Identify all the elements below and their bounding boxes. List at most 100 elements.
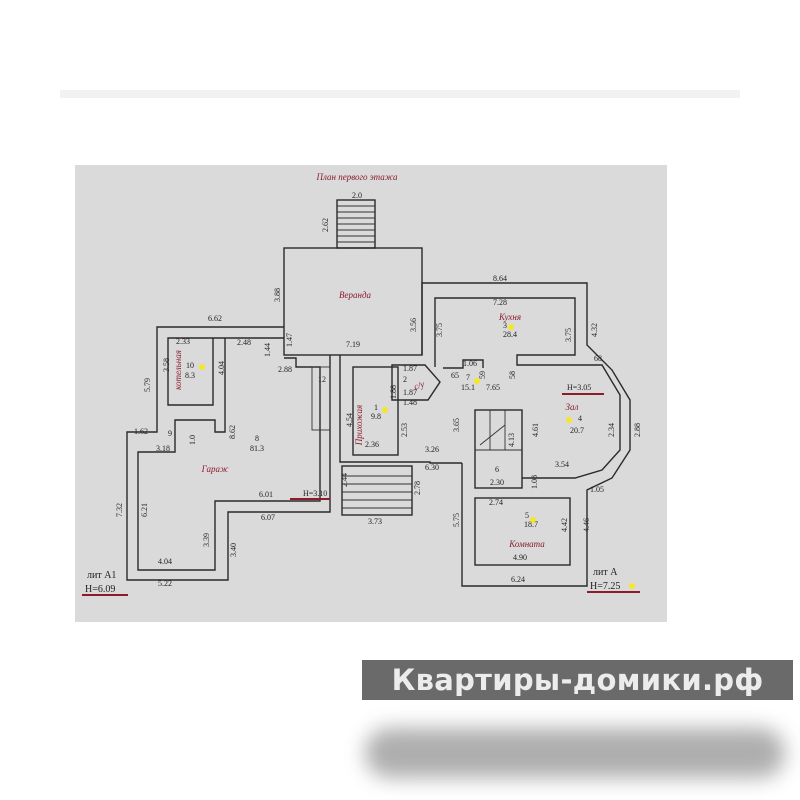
marker-dot — [629, 583, 635, 589]
dimension-label: 5.79 — [143, 378, 152, 392]
room-area: 9.8 — [371, 412, 381, 421]
dimension-label: 3.88 — [273, 288, 282, 302]
scan-edge — [60, 90, 740, 98]
dimension-label: 3.65 — [452, 418, 461, 432]
dimension-label: 2.34 — [607, 423, 616, 437]
dimension-label: 58 — [508, 371, 517, 379]
dimension-label: 3.73 — [368, 517, 382, 526]
dimension-label: 5.75 — [452, 513, 461, 527]
marker-dot — [474, 378, 480, 384]
dimension-label: 1.05 — [590, 485, 604, 494]
dimension-label: 4.46 — [582, 518, 591, 532]
dimension-label: 7.32 — [115, 503, 124, 517]
room-name: Кухня — [498, 312, 521, 322]
dimension-label: 3.75 — [564, 328, 573, 342]
room-name: котельная — [173, 350, 183, 390]
room-area: 15.1 — [461, 383, 475, 392]
dimension-label: 6.21 — [140, 503, 149, 517]
dimension-label: 6.62 — [208, 314, 222, 323]
dimension-label: 6.24 — [511, 575, 525, 584]
room-number: 5 — [525, 511, 529, 520]
dimension-label: 3.75 — [435, 323, 444, 337]
room-area: 28.4 — [503, 330, 517, 339]
dimension-label: 1.62 — [134, 427, 148, 436]
dimension-label: 1.48 — [403, 398, 417, 407]
room-number: 2 — [403, 375, 407, 384]
dimension-label: 2.88 — [278, 365, 292, 374]
room-number: 10 — [186, 361, 194, 370]
room-number: 1 — [374, 403, 378, 412]
dimension-label: 59 — [478, 371, 487, 379]
dimension-label: 1.06 — [463, 359, 477, 368]
blurred-strip — [365, 728, 785, 778]
dimension-label: 2.0 — [352, 191, 362, 200]
dimension-label: 8.62 — [228, 425, 237, 439]
plan-title: План первого этажа — [315, 172, 398, 182]
room-name: Комната — [508, 539, 545, 549]
dimension-label: 2.53 — [400, 423, 409, 437]
dimension-label: 3.39 — [202, 533, 211, 547]
dimension-label: 7.28 — [493, 298, 507, 307]
dimension-label: 4.42 — [560, 518, 569, 532]
room-area: 81.3 — [250, 444, 264, 453]
lit-a-label: лит А — [593, 567, 618, 578]
lit-a-height: H=7.25 — [590, 581, 620, 592]
room-name: Зал — [566, 402, 579, 412]
dimension-label: 1.08 — [530, 475, 539, 489]
marker-dot — [530, 517, 536, 523]
marker-dot — [566, 417, 572, 423]
room-name: с/у — [412, 379, 425, 392]
dimension-label: 7.65 — [486, 383, 500, 392]
room-name: Прихожая — [354, 405, 364, 446]
dimension-label: 4.54 — [345, 413, 354, 427]
dimension-label: 1.87 — [403, 388, 417, 397]
room-number: 6 — [495, 465, 499, 474]
watermark-banner: Квартиры-домики.рф — [362, 660, 793, 700]
dimension-label: 3.18 — [156, 444, 170, 453]
room-number: 7 — [466, 373, 470, 382]
lit-a1-label: лит А1 — [87, 570, 116, 581]
dimension-label: 8.64 — [493, 274, 507, 283]
dimension-label: 65 — [451, 371, 459, 380]
room-name: Гараж — [201, 464, 229, 474]
hall-height: H=3.05 — [567, 383, 591, 392]
dimension-label: 1.88 — [389, 385, 398, 399]
dimension-label: 4.04 — [217, 361, 226, 375]
garage-height: H=3.10 — [303, 489, 327, 498]
dimension-label: 6.07 — [261, 513, 275, 522]
dimension-label: 1.44 — [263, 343, 272, 357]
dimension-label: 3.26 — [425, 445, 439, 454]
dimension-label: 2.78 — [413, 481, 422, 495]
dimension-label: 3.58 — [162, 358, 171, 372]
dimension-label: 7.19 — [346, 340, 360, 349]
dimension-label: 3.56 — [409, 318, 418, 332]
dimension-label: 1.87 — [403, 364, 417, 373]
dimension-label: 68 — [594, 354, 602, 363]
dimension-label: 4.32 — [590, 323, 599, 337]
dimension-label: 1.0 — [188, 435, 197, 445]
dimension-label: 6.01 — [259, 490, 273, 499]
dimension-label: 4.04 — [158, 557, 172, 566]
room-name: Веранда — [339, 290, 372, 300]
dimension-label: 2.36 — [365, 440, 379, 449]
dimension-label: 4.13 — [507, 433, 516, 447]
room-area: 18.7 — [524, 520, 538, 529]
room-area: 2.30 — [490, 478, 504, 487]
walls — [126, 199, 631, 587]
dimension-label: 5.22 — [158, 579, 172, 588]
dimension-label: 6.30 — [425, 463, 439, 472]
room-number: 3 — [503, 321, 507, 330]
lit-a1-height: H=6.09 — [85, 584, 115, 595]
room-number: 4 — [578, 414, 582, 423]
marker-dot — [382, 407, 388, 413]
dimension-label: 1.47 — [285, 333, 294, 347]
room-number: 12 — [318, 375, 326, 384]
room-number: 9 — [168, 429, 172, 438]
dimension-label: 4.61 — [531, 423, 540, 437]
dimension-label: 2.74 — [489, 498, 503, 507]
dimension-label: 2.44 — [340, 473, 349, 487]
room-area: 20.7 — [570, 426, 584, 435]
dimension-label: 3.40 — [229, 543, 238, 557]
dimension-label: 2.88 — [633, 423, 642, 437]
